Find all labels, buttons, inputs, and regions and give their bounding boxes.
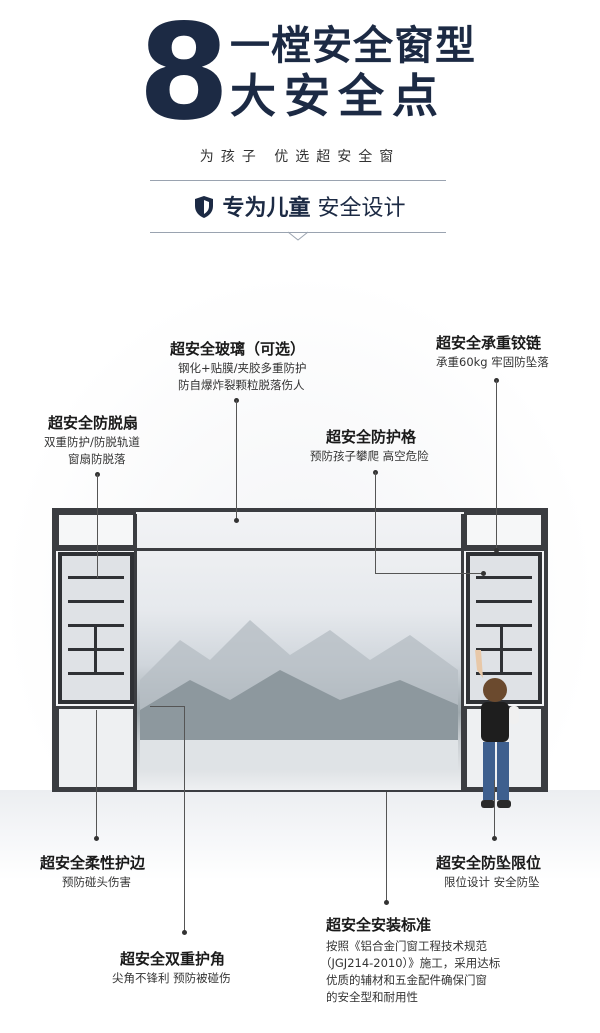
feature-glass-desc-2: 防自爆炸裂颗粒脱落伤人 [178,378,305,392]
leader-dot [492,836,497,841]
leader-line [236,400,237,520]
leader-line [97,474,98,578]
feature-corner-title: 超安全双重护角 [120,950,226,968]
leader-dot [234,518,239,523]
badge-rest: 安全设计 [310,196,406,221]
leader-line [496,380,497,550]
shield-icon [194,195,214,225]
feature-install-desc-3: 优质的辅材和五金配件确保门窗 [326,973,487,987]
leader-dot [494,548,499,553]
feature-corner-desc: 尖角不锋利 预防被碰伤 [112,971,231,985]
left-top-transom [56,512,136,548]
badge-row: 专为儿童 安全设计 [0,190,600,225]
leader-line [386,792,387,902]
divider-notch [288,231,308,241]
mountain-scenery [140,620,458,770]
feature-glass-desc-1: 钢化+贴膜/夹胶多重防护 [178,361,307,375]
feature-hinge-title: 超安全承重铰链 [436,334,542,352]
subtitle: 为孩子 优选超安全窗 [199,149,401,165]
right-security-grille [466,552,542,704]
leader-dot [481,571,486,576]
leader-dot [182,930,187,935]
feature-install-desc-2: （JGJ214-2010）》施工，采用达标 [320,956,501,970]
feature-limiter-title: 超安全防坠限位 [436,854,542,872]
feature-glass-title: 超安全玻璃（可选） [170,340,306,358]
leader-line [494,780,495,838]
feature-limiter-desc: 限位设计 安全防坠 [444,875,540,889]
leader-line [150,706,184,707]
leader-line [96,710,97,838]
feature-install-desc-1: 按照《铝合金门窗工程技术规范 [326,939,487,953]
leader-line [375,472,376,574]
headline-line2: 大安全点 [230,69,446,123]
child-figure [475,650,519,808]
feature-hinge-desc: 承重60kg 牢固防坠落 [436,355,549,369]
leader-dot [384,900,389,905]
feature-install-desc-4: 的安全型和耐用性 [326,990,418,1004]
feature-grid-title: 超安全防护格 [326,428,417,446]
leader-line [375,573,483,574]
divider-top [150,180,446,181]
feature-grid-desc: 预防孩子攀爬 高空危险 [310,449,429,463]
feature-sash-desc-1: 双重防护/防脱轨道 [44,435,140,449]
feature-sash-title: 超安全防脱扇 [48,414,139,432]
divider-bottom [150,232,446,233]
left-security-grille [58,552,134,704]
leader-line [184,706,185,932]
feature-sash-desc-2: 窗扇防脱落 [68,452,126,466]
headline-line1: 一樘安全窗型 [230,23,476,69]
leader-dot [94,836,99,841]
top-rail [56,548,544,551]
headline-number: 8 [138,0,230,150]
feature-edge-desc: 预防碰头伤害 [62,875,131,889]
feature-install-title: 超安全安装标准 [326,916,432,934]
feature-edge-title: 超安全柔性护边 [40,854,146,872]
right-top-transom [464,512,544,548]
badge-bold: 专为儿童 [222,196,311,221]
